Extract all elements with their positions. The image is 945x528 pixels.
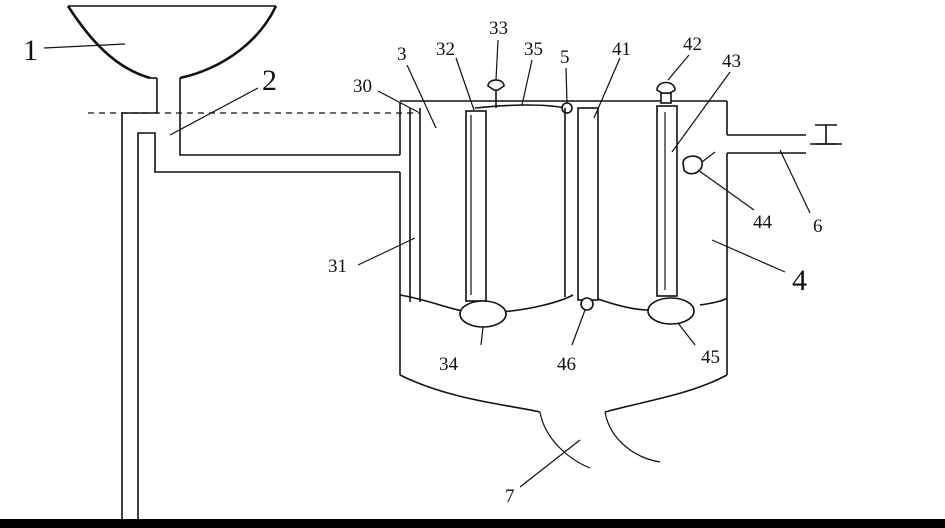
label-2: 2 — [262, 64, 277, 97]
baffle-plate — [409, 108, 421, 302]
inlet-pipe — [121, 78, 400, 520]
leader-lines — [43, 39, 811, 488]
label-6: 6 — [813, 216, 823, 237]
funnel — [66, 5, 278, 80]
label-7: 7 — [505, 486, 515, 507]
float-valve-44 — [682, 151, 716, 175]
label-5: 5 — [560, 47, 570, 68]
column-41 — [561, 102, 599, 311]
label-43: 43 — [722, 51, 741, 72]
label-42: 42 — [683, 34, 702, 55]
label-32: 32 — [436, 39, 455, 60]
label-35: 35 — [524, 39, 543, 60]
label-45: 45 — [701, 347, 720, 368]
label-44: 44 — [753, 212, 773, 233]
column-32 — [459, 79, 507, 328]
column-43 — [647, 81, 695, 325]
label-1: 1 — [23, 34, 38, 67]
label-46: 46 — [557, 354, 576, 375]
label-4: 4 — [792, 264, 807, 297]
label-3: 3 — [397, 44, 407, 65]
label-30: 30 — [353, 76, 372, 97]
label-41: 41 — [612, 39, 631, 60]
label-33: 33 — [489, 18, 508, 39]
label-31: 31 — [328, 256, 347, 277]
top-ridge — [474, 104, 566, 109]
ground-line — [0, 519, 945, 528]
label-34: 34 — [439, 354, 459, 375]
